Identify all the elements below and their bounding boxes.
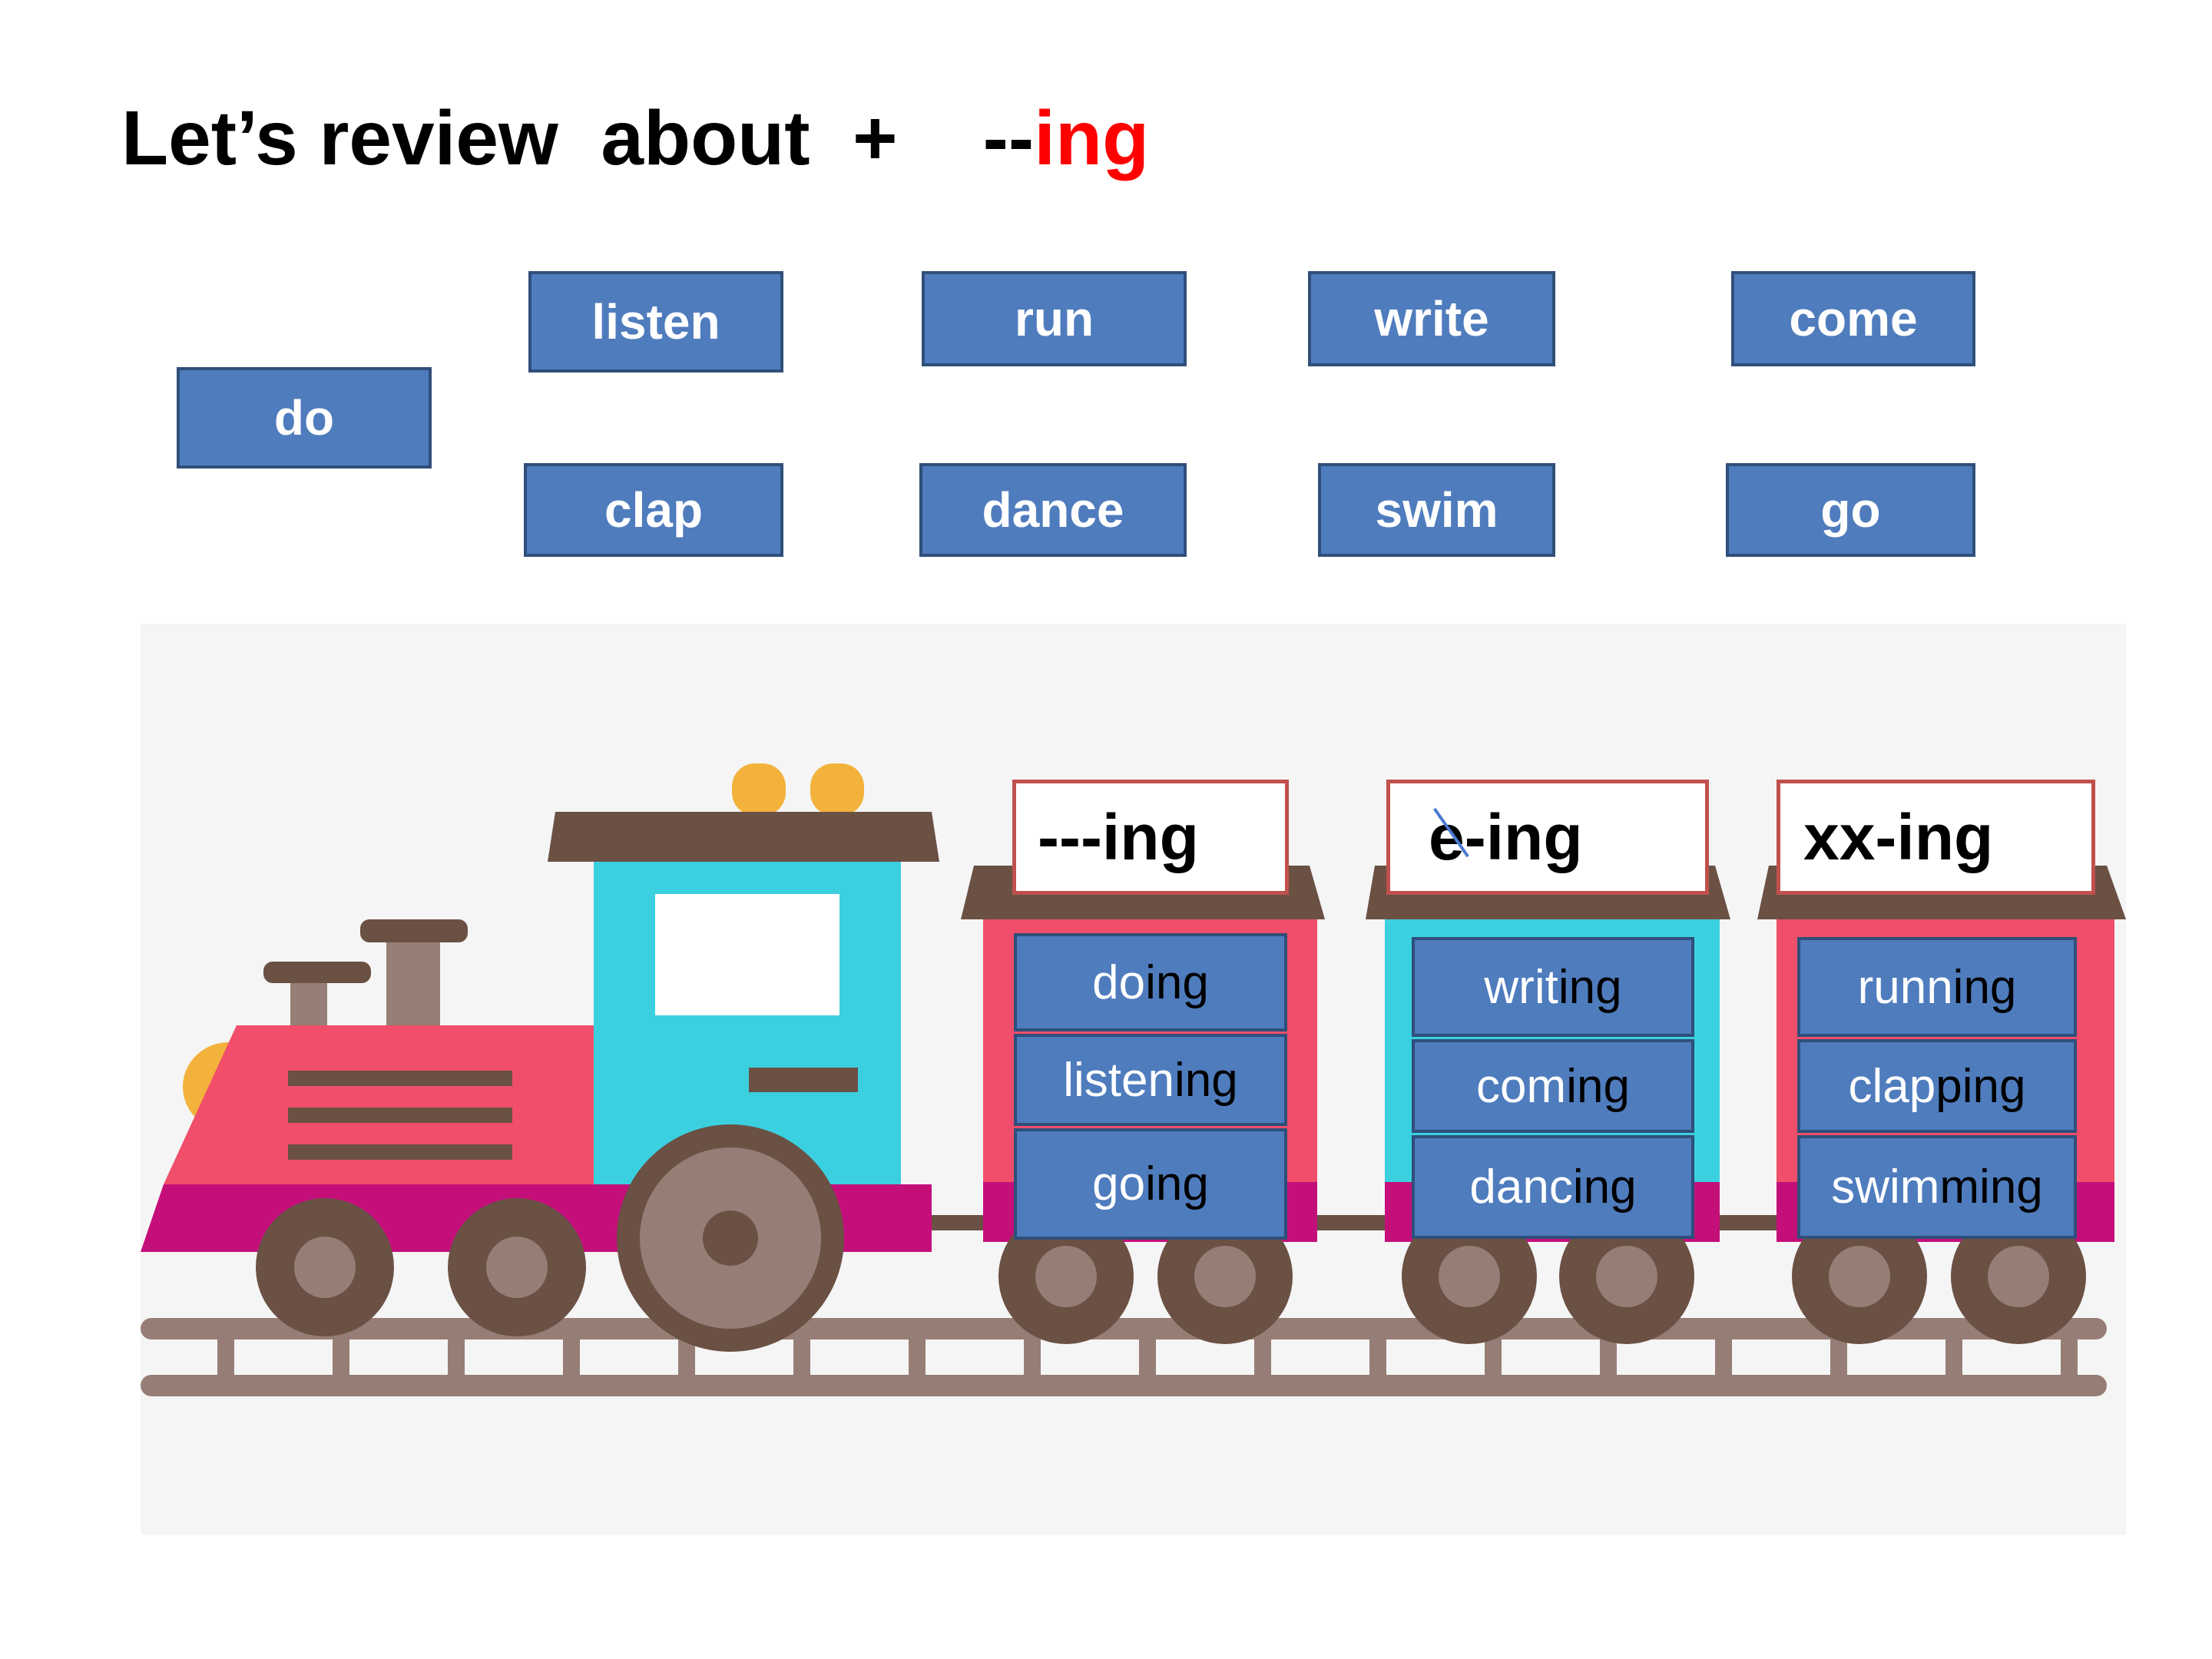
- chimney-small-cap: [263, 962, 371, 983]
- verb-card-do[interactable]: do: [177, 367, 432, 469]
- title-accent: ing: [1034, 95, 1150, 181]
- cab-handle: [749, 1068, 858, 1092]
- rail-bottom: [141, 1375, 2107, 1396]
- page-title: Let’s review about + --ing: [121, 100, 1149, 177]
- label-text: -ing: [1464, 800, 1583, 873]
- verb-card-write[interactable]: write: [1308, 271, 1555, 366]
- label-strike-e: e: [1429, 800, 1465, 873]
- wagon-label-2[interactable]: e-ing: [1386, 780, 1709, 895]
- verb-card-run[interactable]: run: [922, 271, 1187, 366]
- verb-card-come[interactable]: come: [1731, 271, 1975, 366]
- bell-right: [810, 763, 864, 816]
- verb-card-listen[interactable]: listen: [528, 271, 783, 373]
- wagon-label-3[interactable]: xx-ing: [1777, 780, 2095, 895]
- verb-card-dance[interactable]: dance: [919, 463, 1187, 557]
- cab-roof: [548, 812, 939, 862]
- verb-card-clap[interactable]: clap: [524, 463, 783, 557]
- verb-card-go[interactable]: go: [1726, 463, 1975, 557]
- label-text: ---ing: [1038, 800, 1199, 873]
- grille-3: [288, 1144, 512, 1160]
- chimney-tall-cap: [360, 919, 468, 942]
- engine-body: [164, 1025, 594, 1184]
- bell-left: [732, 763, 786, 816]
- chimney-tall: [386, 929, 440, 1025]
- grille-1: [288, 1071, 512, 1086]
- title-main: Let’s review about + --: [121, 95, 1035, 181]
- cab-window: [655, 894, 839, 1015]
- grille-2: [288, 1108, 512, 1123]
- wagon-label-1[interactable]: ---ing: [1012, 780, 1289, 895]
- verb-card-swim[interactable]: swim: [1318, 463, 1555, 557]
- label-text: xx-ing: [1803, 800, 1994, 873]
